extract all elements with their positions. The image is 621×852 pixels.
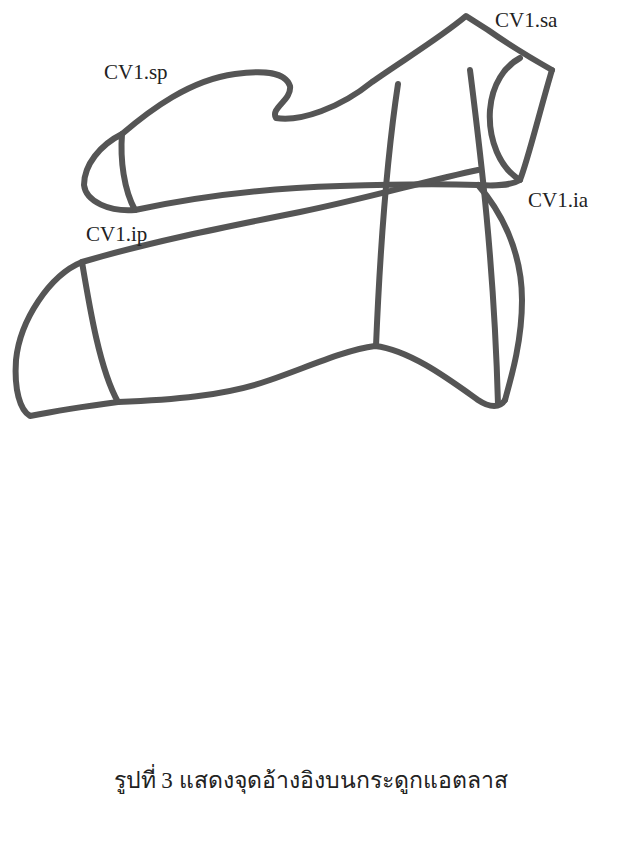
transverse-line xyxy=(376,84,398,346)
figure-caption: รูปที่ 3 แสดงจุดอ้างอิงบนกระดูกแอตลาส xyxy=(0,762,621,798)
transverse-line xyxy=(470,70,498,404)
posterior-arch-edge xyxy=(135,184,478,210)
posterior-facet xyxy=(84,134,135,210)
inferior-facet xyxy=(16,262,118,416)
reference-label: CV1.ia xyxy=(528,188,588,213)
inferior-arch-edge xyxy=(82,170,478,262)
anterior-facet xyxy=(490,58,552,180)
inferior-outline xyxy=(118,346,505,406)
reference-label: CV1.ip xyxy=(86,222,147,247)
reference-label: CV1.sp xyxy=(104,60,168,85)
reference-label: CV1.sa xyxy=(495,8,557,33)
